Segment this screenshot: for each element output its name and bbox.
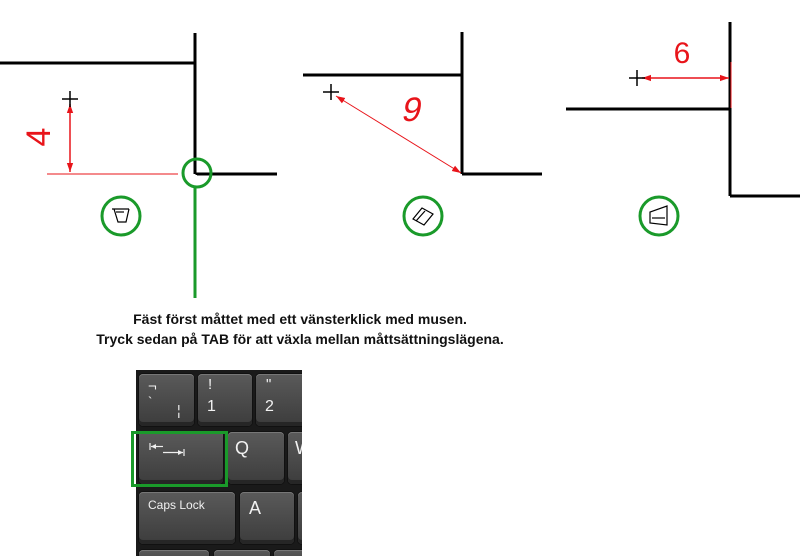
key-q: Q xyxy=(228,432,284,484)
cursor-crosshair xyxy=(629,70,645,86)
outline-lower xyxy=(195,172,277,176)
key-backtick: ¬ ` ¦ xyxy=(139,374,194,426)
dimension-label: 4 xyxy=(20,128,58,147)
dimension-line-aligned xyxy=(335,95,462,174)
key-w-legend: W xyxy=(295,438,302,459)
key-tab xyxy=(139,432,223,484)
mode-indicator-circle xyxy=(638,195,680,237)
tab-key-highlight xyxy=(131,431,228,487)
key-q-legend: Q xyxy=(235,438,250,458)
key-backtick-left-legend: ` xyxy=(148,394,153,409)
key-w: W xyxy=(288,432,302,484)
key-1-bottom-legend: 1 xyxy=(207,398,216,415)
dimension-modes-diagram: 4 9 6 xyxy=(0,22,800,298)
key-shift-partial xyxy=(139,550,209,556)
aligned-dimension-icon xyxy=(412,207,434,226)
figure-horizontal-dimension: 6 xyxy=(566,22,800,237)
instruction-line-1: Fäst först måttet med ett vänsterklick m… xyxy=(133,311,467,327)
keyboard-image: ¬ ` ¦ ! 1 " 2 Q W Caps Lock A xyxy=(136,370,302,556)
outline xyxy=(303,32,464,77)
key-caps-lock: Caps Lock xyxy=(139,492,235,544)
key-s-partial xyxy=(298,492,302,544)
mode-indicator-circle xyxy=(100,195,142,237)
dimension-label: 9 xyxy=(399,91,426,129)
cursor-crosshair xyxy=(62,91,78,107)
tab-arrows-icon xyxy=(149,443,185,456)
key-backtick-right-legend: ¦ xyxy=(177,402,181,418)
key-backtick-top-legend: ¬ xyxy=(148,378,157,395)
cursor-crosshair xyxy=(323,84,339,100)
figure-aligned-dimension: 9 xyxy=(303,32,542,237)
snap-point-highlight xyxy=(181,157,213,189)
outline-upper xyxy=(0,33,197,65)
key-x-partial xyxy=(274,550,302,556)
key-a: A xyxy=(240,492,294,544)
key-a-legend: A xyxy=(249,498,262,518)
horizontal-dimension-icon xyxy=(649,205,668,226)
figure-vertical-dimension: 4 xyxy=(0,33,277,298)
mode-indicator-circle xyxy=(402,195,444,237)
key-1: ! 1 xyxy=(198,374,252,426)
key-2: " 2 xyxy=(256,374,302,426)
key-1-top-legend: ! xyxy=(208,376,213,393)
dimension-label: 6 xyxy=(674,37,691,70)
key-2-bottom-legend: 2 xyxy=(265,398,274,415)
key-z-partial xyxy=(214,550,270,556)
key-2-top-legend: " xyxy=(266,376,272,393)
vertical-dimension-icon xyxy=(112,208,130,223)
instruction-line-2: Tryck sedan på TAB för att växla mellan … xyxy=(96,331,504,347)
key-caps-lock-legend: Caps Lock xyxy=(148,498,205,512)
